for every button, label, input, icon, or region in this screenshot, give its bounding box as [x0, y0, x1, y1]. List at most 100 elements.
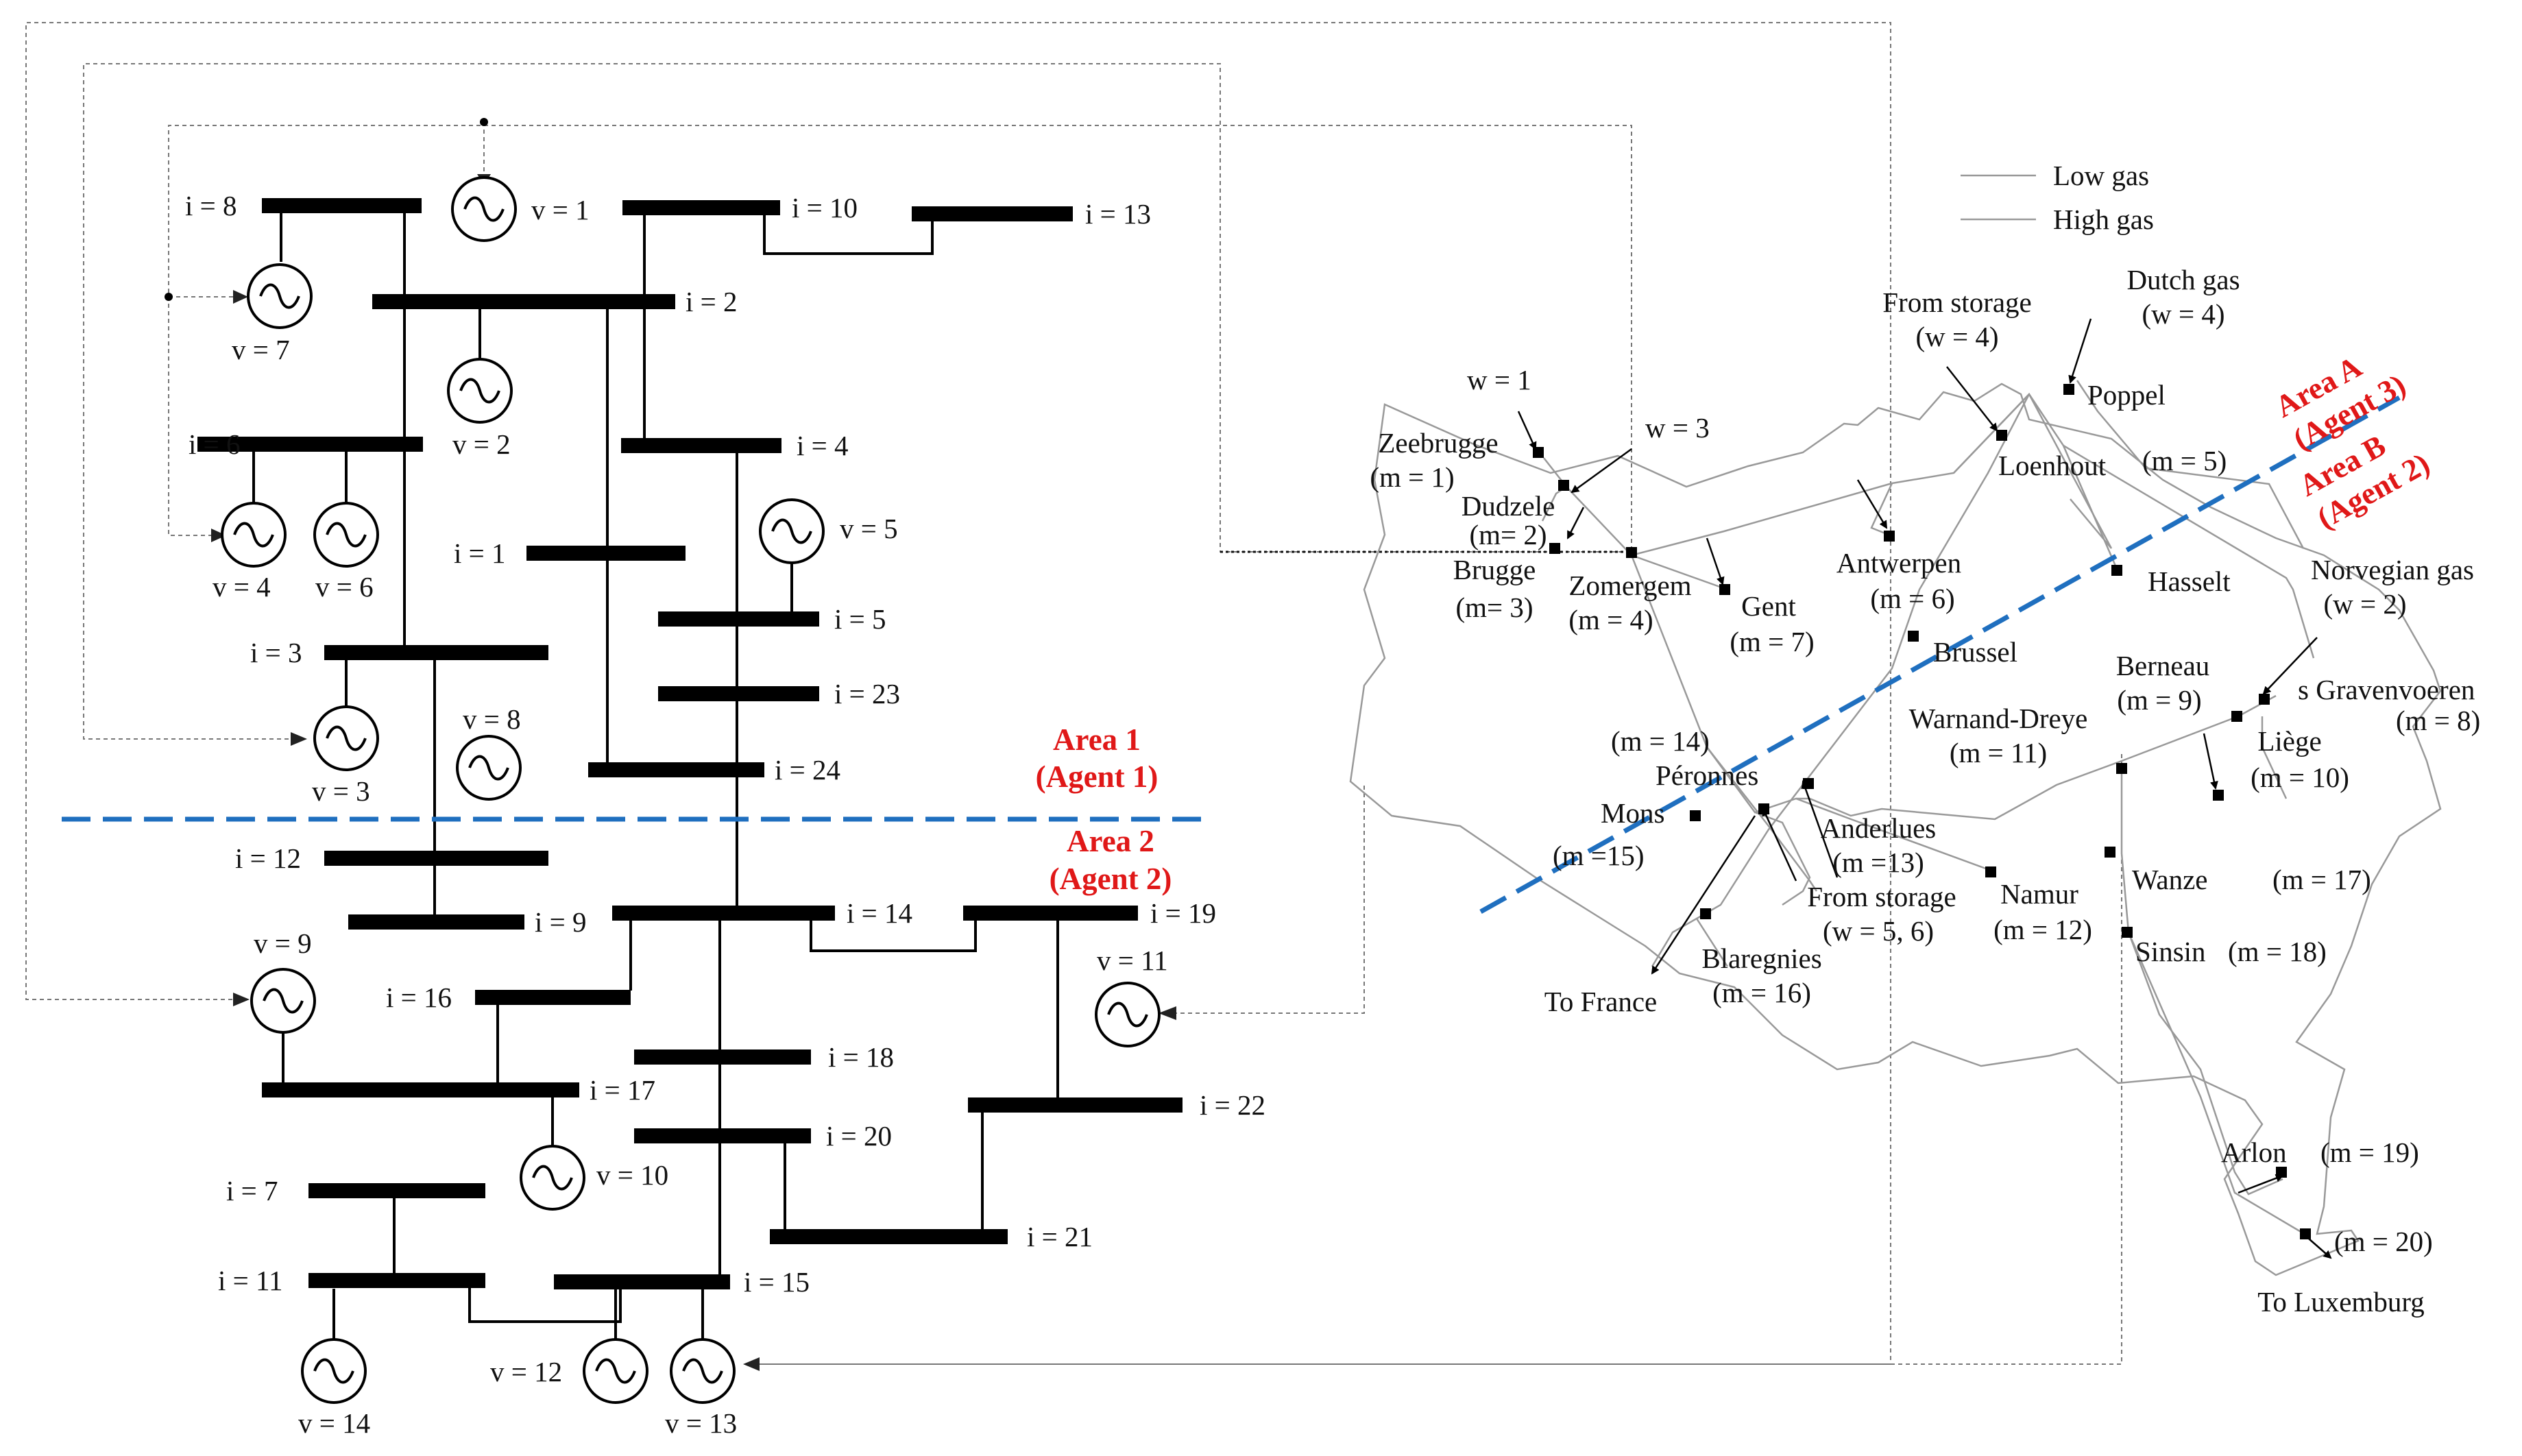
- generator-11-icon: [1095, 982, 1161, 1047]
- generator-label-9: v = 9: [254, 927, 312, 959]
- coupling-line-v11: [1167, 786, 1365, 1014]
- generator-14-icon: [301, 1338, 367, 1404]
- bus-label-2: i = 2: [686, 286, 738, 317]
- bus-label-21: i = 21: [1027, 1221, 1093, 1252]
- label-m15: (m =15): [1553, 840, 1645, 871]
- coupling-lines: [25, 22, 2122, 1371]
- bus-label-11: i = 11: [218, 1265, 283, 1296]
- label-antwerpen-m: (m = 6): [1870, 583, 1954, 614]
- junction-dot: [480, 118, 488, 126]
- bus-label-23: i = 23: [834, 678, 900, 709]
- generator-label-8: v = 8: [463, 703, 521, 735]
- legend: Low gas High gas: [1961, 160, 2154, 235]
- bus-bar-15: [554, 1274, 730, 1289]
- generator-label-12: v = 12: [490, 1356, 562, 1387]
- label-fromstorage1: From storage: [1882, 287, 2032, 318]
- bus-bar-14: [612, 906, 835, 921]
- coupling-line-v3: [83, 63, 1630, 740]
- label-blaregnies: Blaregnies: [1701, 943, 1821, 974]
- label-liege: Liège: [2257, 725, 2321, 757]
- bus-label-14: i = 14: [847, 897, 912, 929]
- generator-label-11: v = 11: [1097, 945, 1168, 976]
- generator-8-icon: [456, 735, 522, 801]
- generator-label-3: v = 3: [312, 775, 370, 807]
- bus-bar-17: [262, 1082, 579, 1097]
- coupling-line-v4: [168, 125, 1632, 548]
- bus-bar-7: [308, 1183, 485, 1198]
- coupling-line-v9: [25, 22, 1891, 1365]
- bus-bar-11: [308, 1273, 485, 1288]
- node-dudzele: [1558, 480, 1569, 491]
- gas-labels: Dutch gas (w = 4) From storage (w = 4) P…: [1370, 264, 2480, 1318]
- generator-1-icon: [451, 176, 517, 242]
- arrow-gent: [1706, 537, 1725, 585]
- label-dudzele: Dudzele: [1462, 490, 1555, 522]
- node-namur: [1985, 866, 1996, 877]
- generator-4-icon: [221, 502, 287, 568]
- label-brugge-m: (m= 3): [1455, 592, 1533, 623]
- area-A-label: Area A (Agent 3): [2270, 349, 2412, 457]
- label-warnand: Warnand-Dreye: [1909, 703, 2088, 734]
- label-namur: Namur: [2000, 878, 2078, 910]
- junction-dot: [165, 293, 173, 301]
- bus-label-18: i = 18: [828, 1041, 894, 1073]
- area-1-title: Area 1: [1053, 723, 1141, 757]
- arrow-tolux: [2303, 1233, 2332, 1259]
- arrow-norvegian: [2262, 637, 2318, 695]
- generator-2-icon: [447, 358, 513, 424]
- node-brugge: [1549, 543, 1560, 554]
- bus-label-6: i = 6: [189, 428, 241, 460]
- label-anderlues-m: (m =13): [1832, 847, 1924, 878]
- bus-label-7: i = 7: [226, 1175, 278, 1206]
- bus-label-5: i = 5: [834, 603, 886, 635]
- bus-bar-8: [262, 198, 422, 213]
- bus-bar-24: [588, 762, 764, 777]
- generator-12-icon: [583, 1338, 648, 1404]
- bus-label-13: i = 13: [1085, 198, 1151, 230]
- label-antwerpen: Antwerpen: [1836, 547, 1961, 579]
- generator-label-10: v = 10: [596, 1159, 668, 1191]
- bus-label-15: i = 15: [744, 1266, 810, 1298]
- label-norvegian: Norvegian gas: [2311, 554, 2474, 585]
- bus-label-3: i = 3: [250, 637, 302, 668]
- bus-label-24: i = 24: [775, 754, 840, 786]
- arrow-liege: [2203, 733, 2218, 790]
- label-blaregnies-m: (m = 16): [1712, 977, 1811, 1008]
- arrowhead-v7: [233, 290, 248, 304]
- power-lines: [252, 206, 1059, 1342]
- label-m17: (m = 17): [2272, 864, 2371, 895]
- node-liege: [2213, 790, 2224, 801]
- label-zomergem: Zomergem: [1568, 570, 1691, 601]
- arrow-fromstorage: [1946, 366, 1998, 432]
- generator-13-icon: [670, 1338, 736, 1404]
- bus-label-20: i = 20: [826, 1120, 892, 1152]
- generator-label-14: v = 14: [298, 1407, 370, 1439]
- belgium-outline: [1349, 383, 2442, 1276]
- label-mons: Mons: [1601, 797, 1664, 829]
- generator-5-icon: [759, 498, 825, 564]
- node-sgraven: [2259, 694, 2270, 705]
- label-w1: w = 1: [1467, 364, 1531, 396]
- generator-3-icon: [313, 705, 379, 771]
- bus-bar-2: [372, 294, 675, 309]
- label-sgraven: s Gravenvoeren: [2298, 674, 2475, 705]
- node-gent: [1719, 584, 1730, 595]
- bus-bar-19: [963, 906, 1138, 921]
- bus-bar-5: [658, 611, 819, 627]
- arrow-peronnes: [1801, 780, 1839, 878]
- label-poppel: Poppel: [2087, 379, 2166, 411]
- label-fromstorage2: From storage: [1807, 881, 1956, 912]
- generator-label-1: v = 1: [531, 194, 590, 226]
- label-anderlues: Anderlues: [1821, 812, 1937, 844]
- arrow-tofrance: [1651, 815, 1756, 975]
- label-m14: (m = 14): [1611, 725, 1710, 757]
- label-arlon: Arlon: [2221, 1137, 2287, 1168]
- arrow-antwerpen: [1856, 479, 1888, 529]
- label-m20: (m = 20): [2334, 1226, 2433, 1257]
- bus-bar-3: [324, 645, 548, 660]
- label-loenhout: Loenhout: [1998, 450, 2107, 481]
- generator-label-5: v = 5: [840, 513, 898, 544]
- label-warnand-m: (m = 11): [1950, 737, 2047, 768]
